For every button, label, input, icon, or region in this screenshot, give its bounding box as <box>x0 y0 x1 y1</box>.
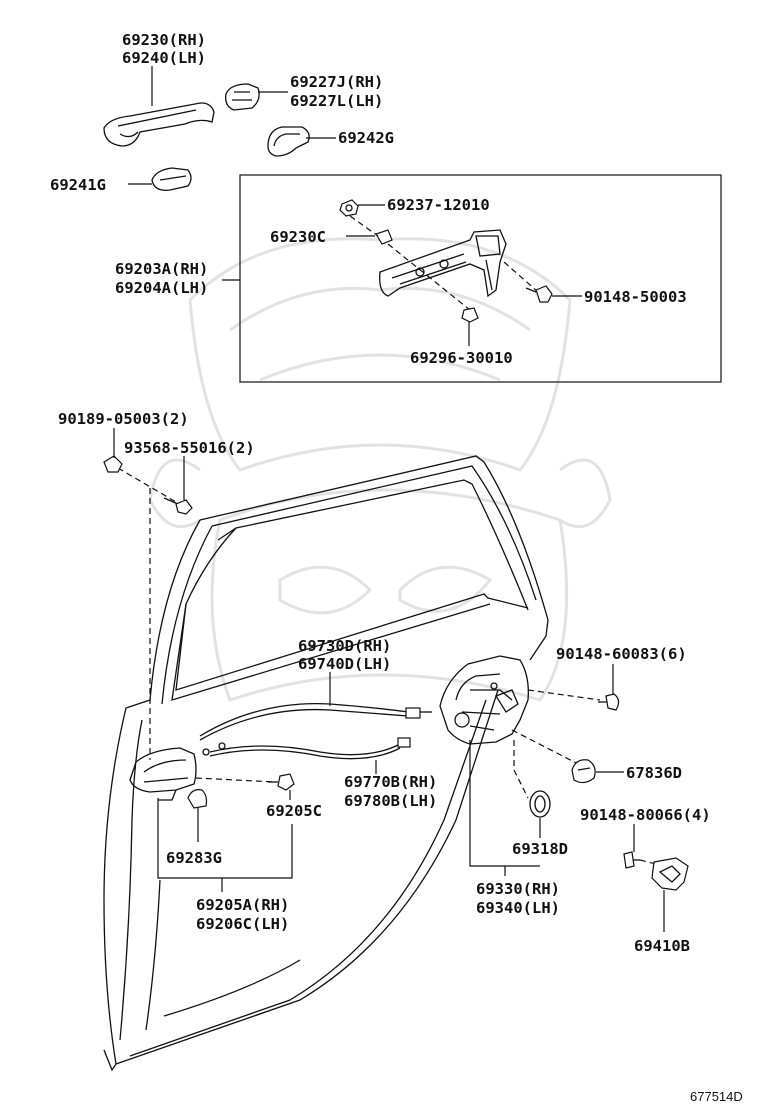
label-69227J: 69227J(RH) <box>290 73 383 91</box>
label-90148-50003: 90148-50003 <box>584 288 687 306</box>
door-lock-assembly-part[interactable] <box>439 655 529 745</box>
cover-69318D-part[interactable] <box>529 790 551 818</box>
label-69205C: 69205C <box>266 802 322 820</box>
screw-69237-part[interactable] <box>339 199 359 217</box>
label-69241G: 69241G <box>50 176 106 194</box>
label-69740D: 69740D(LH) <box>298 655 391 673</box>
cable-69730D-part[interactable] <box>199 702 432 741</box>
label-69206C: 69206C(LH) <box>196 915 289 933</box>
guide-a <box>349 215 379 237</box>
guide-60083 <box>527 689 601 701</box>
label-69227L: 69227L(LH) <box>290 92 383 110</box>
label-69296: 69296-30010 <box>410 349 513 367</box>
rear-door-outline <box>103 455 549 1072</box>
bezel-pad-part[interactable] <box>151 167 192 191</box>
label-69205A: 69205A(RH) <box>196 896 289 914</box>
label-90148-60083: 90148-60083(6) <box>556 645 687 663</box>
label-69283G: 69283G <box>166 849 222 867</box>
cap-69230C-part[interactable] <box>375 229 393 245</box>
label-69242G: 69242G <box>338 129 394 147</box>
label-69730D: 69730D(RH) <box>298 637 391 655</box>
label-69410B: 69410B <box>634 937 690 955</box>
label-93568: 93568-55016(2) <box>124 439 255 457</box>
label-69230: 69230(RH) <box>122 31 206 49</box>
bracket-69330 <box>469 740 540 876</box>
bolt-90148-60083-part[interactable] <box>598 693 620 711</box>
label-69770B: 69770B(RH) <box>344 773 437 791</box>
watermark-emblem <box>148 237 612 702</box>
guide-69205C <box>195 777 277 783</box>
label-69240: 69240(LH) <box>122 49 206 67</box>
screw-69296-part[interactable] <box>461 307 479 323</box>
screw-69205C-part[interactable] <box>268 773 295 791</box>
guide-67836 <box>511 729 583 767</box>
guide-c <box>503 261 539 293</box>
cable-69770B-part[interactable] <box>202 737 411 760</box>
label-69330: 69330(RH) <box>476 880 560 898</box>
subassembly-box <box>239 174 722 383</box>
handle-cap-part[interactable] <box>225 83 260 111</box>
diagram-code: 677514D <box>690 1089 743 1104</box>
label-69237: 69237-12010 <box>387 196 490 214</box>
handle-pad-part[interactable] <box>267 126 310 157</box>
label-69203A: 69203A(RH) <box>115 260 208 278</box>
label-90189: 90189-05003(2) <box>58 410 189 428</box>
handle-frame-part[interactable] <box>379 229 507 298</box>
clip-90189-part[interactable] <box>103 455 123 473</box>
screw-90148-80066-part[interactable] <box>623 851 640 869</box>
outside-handle-part[interactable] <box>103 102 215 147</box>
label-67836D: 67836D <box>626 764 682 782</box>
cap-69283G-part[interactable] <box>187 789 208 809</box>
guide-90189 <box>117 467 177 503</box>
striker-69410B-part[interactable] <box>651 857 689 891</box>
screw-93568-part[interactable] <box>163 497 193 515</box>
label-69780B: 69780B(LH) <box>344 792 437 810</box>
bracket-69205A <box>157 798 293 892</box>
grommet-67836D-part[interactable] <box>571 759 596 784</box>
guide-69318-b <box>513 769 529 799</box>
label-69340: 69340(LH) <box>476 899 560 917</box>
label-69204A: 69204A(LH) <box>115 279 208 297</box>
label-90148-80066: 90148-80066(4) <box>580 806 711 824</box>
bolt-90148-50003-part[interactable] <box>525 285 553 303</box>
label-69318D: 69318D <box>512 840 568 858</box>
label-69230C: 69230C <box>270 228 326 246</box>
guide-b <box>387 243 471 311</box>
inside-handle-part[interactable] <box>129 747 197 801</box>
